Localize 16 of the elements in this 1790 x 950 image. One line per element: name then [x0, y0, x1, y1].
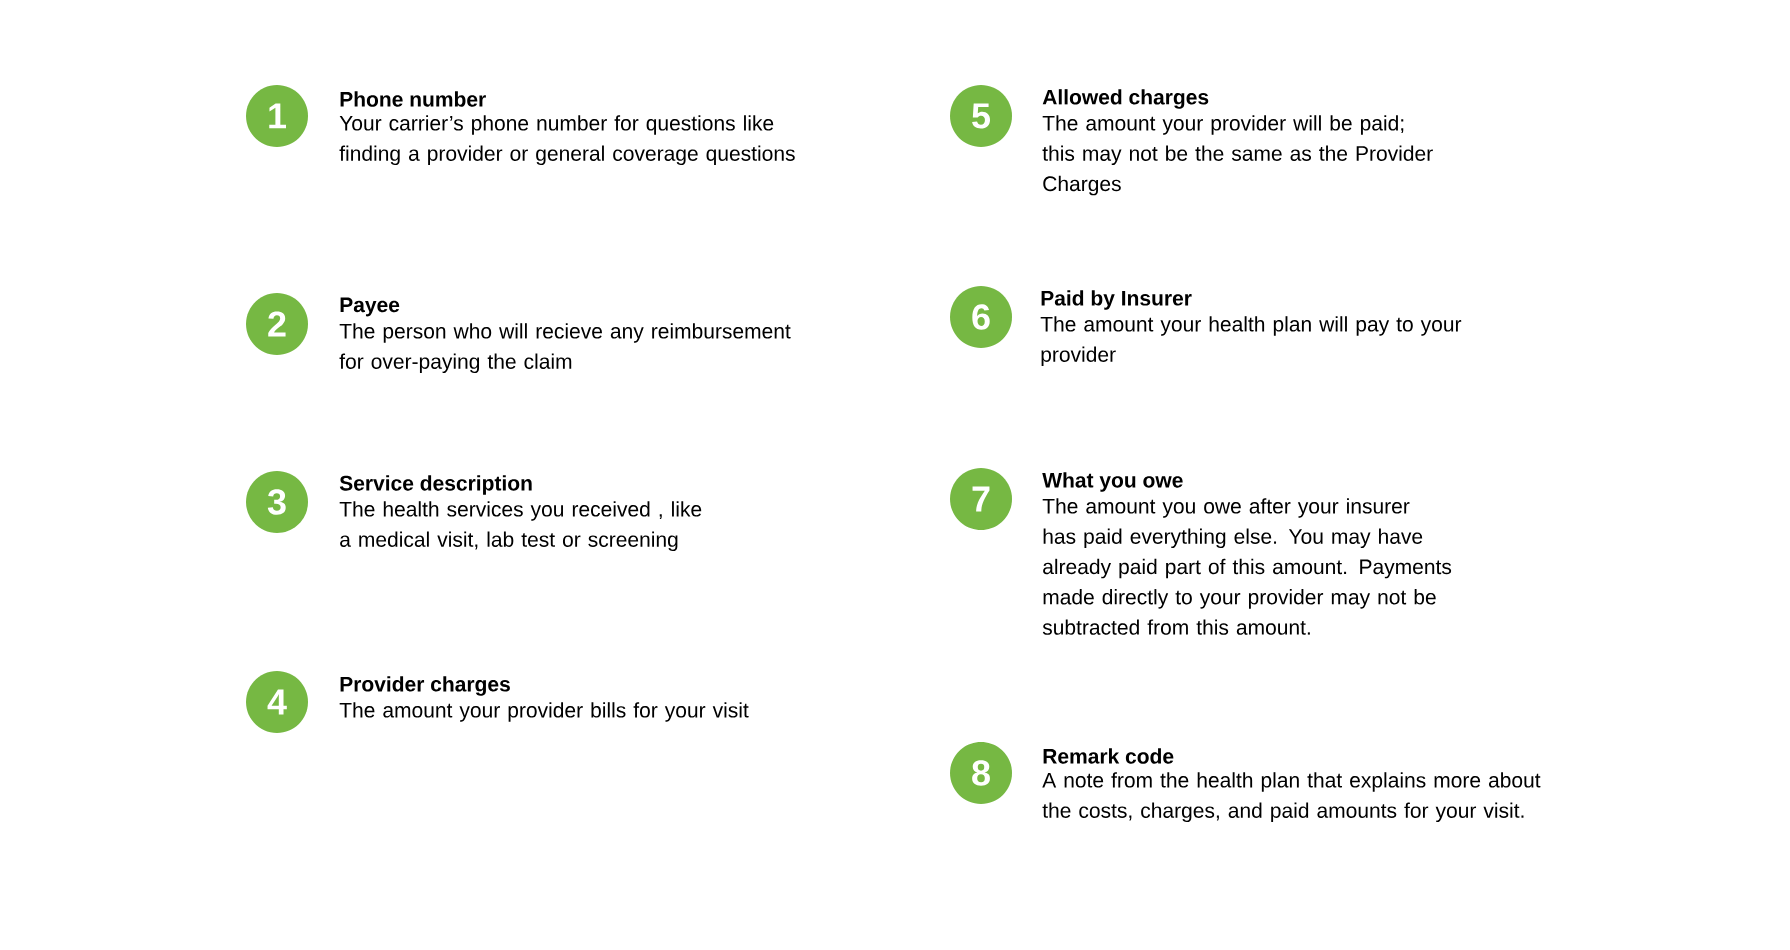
item-description: The amount your provider will be paid; this may not be the same as the Provider Charges — [1042, 115, 1433, 196]
item-description: The person who will recieve any reimbursement for over-paying the claim — [339, 323, 791, 374]
item-heading: Phone number — [340, 91, 486, 107]
item-heading: Provider charges — [340, 676, 510, 696]
item-description: The amount you owe after your insurer has paid everything else. You may have already paid part of this amount. Payments made directly to your provider may not be subtracted from this amount. — [1042, 498, 1452, 635]
item-heading: Payee — [340, 297, 400, 317]
item-heading: What you owe — [1042, 472, 1183, 492]
item-description: The amount your health plan will pay to your provider — [1040, 316, 1462, 367]
item-description: The amount your provider bills for your visit — [339, 702, 749, 722]
item-heading: Paid by Insurer — [1041, 290, 1192, 310]
item-description: A note from the health plan that explains more about the costs, charges, and paid amounts for your visit. — [1042, 772, 1541, 823]
item-heading: Service description — [339, 475, 532, 495]
item-description: Your carrier’s phone number for questions like finding a provider or general coverage questions — [339, 115, 795, 166]
item-description: The health services you received , like a medical visit, lab test or screening — [339, 501, 702, 552]
item-heading: Allowed charges — [1042, 89, 1209, 109]
item-heading: Remark code — [1043, 748, 1174, 764]
